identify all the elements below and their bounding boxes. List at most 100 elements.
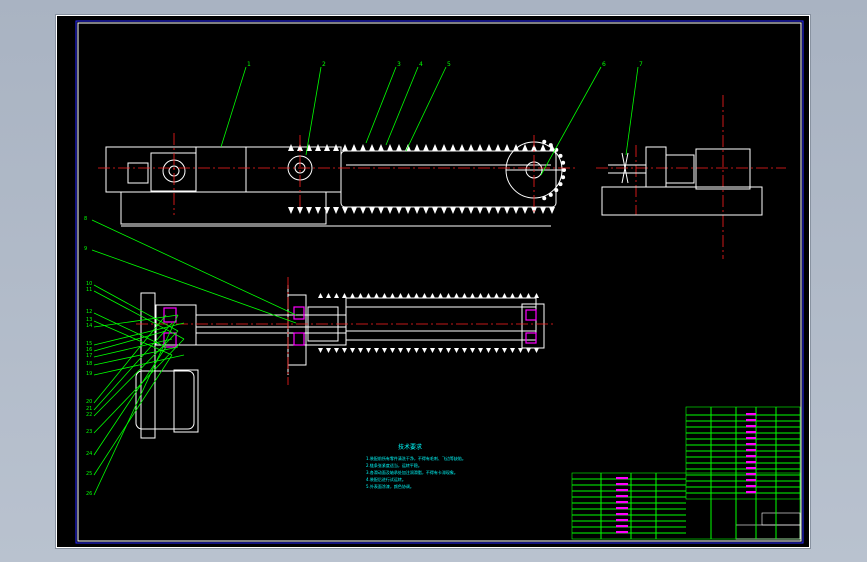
leader-line bbox=[93, 338, 173, 358]
note-line: 3.各滑动面及轴承处加注润滑脂，不得有卡滞现象。 bbox=[366, 469, 458, 475]
chain-tooth bbox=[351, 144, 357, 151]
side-base bbox=[601, 186, 763, 216]
chain-tooth bbox=[549, 207, 555, 214]
callout-label: 15 bbox=[86, 341, 92, 347]
plan-tooth bbox=[502, 348, 507, 353]
chain-tooth bbox=[513, 144, 519, 151]
plan-tooth bbox=[358, 348, 363, 353]
leader-line bbox=[93, 312, 167, 348]
plan-tooth bbox=[430, 348, 435, 353]
plan-tooth bbox=[334, 348, 339, 353]
tail-mark-2 bbox=[525, 332, 537, 344]
plan-mount-plate bbox=[140, 292, 156, 439]
callout-label: 2 bbox=[322, 61, 326, 68]
chain-tooth bbox=[459, 144, 465, 151]
idler-tooth bbox=[548, 143, 553, 148]
plan-tooth bbox=[462, 348, 467, 353]
plan-tooth bbox=[350, 293, 355, 298]
chain-tooth bbox=[387, 144, 393, 151]
motor-stub bbox=[127, 162, 149, 184]
plan-chain-teeth bbox=[318, 293, 539, 353]
plan-drive-unit bbox=[287, 294, 307, 366]
chain-tooth bbox=[297, 144, 303, 151]
leader-line bbox=[93, 314, 179, 496]
callout-label: 11 bbox=[86, 287, 92, 293]
callout-label: 20 bbox=[86, 399, 92, 405]
idler-tooth bbox=[561, 160, 566, 165]
drive-mark-2 bbox=[293, 332, 305, 346]
chain-tooth bbox=[522, 207, 528, 214]
chain-tooth bbox=[432, 144, 438, 151]
chain-tooth bbox=[486, 144, 492, 151]
callout-label: 22 bbox=[86, 412, 92, 418]
chain-tooth bbox=[549, 144, 555, 151]
gearbox bbox=[150, 152, 197, 192]
leader-line bbox=[93, 330, 167, 352]
drive-mark-1 bbox=[293, 306, 305, 320]
leader-line bbox=[93, 322, 185, 346]
plan-tooth bbox=[502, 293, 507, 298]
center-lines bbox=[98, 95, 786, 259]
chain-tooth bbox=[288, 207, 294, 214]
chain-tooth bbox=[405, 207, 411, 214]
idler-tooth bbox=[561, 175, 566, 180]
plan-tooth bbox=[494, 348, 499, 353]
callout-label: 16 bbox=[86, 347, 92, 353]
leader-lines bbox=[91, 66, 639, 496]
plan-tooth bbox=[446, 348, 451, 353]
callout-label: 18 bbox=[86, 361, 92, 367]
plan-tooth bbox=[462, 293, 467, 298]
plan-tooth bbox=[342, 348, 347, 353]
plan-tooth bbox=[470, 293, 475, 298]
chain-tooth bbox=[468, 144, 474, 151]
table-mark bbox=[746, 449, 756, 452]
table-mark bbox=[616, 507, 628, 510]
chain-teeth-top bbox=[288, 144, 555, 151]
chain-tooth bbox=[441, 144, 447, 151]
plan-tooth bbox=[326, 293, 331, 298]
leader-line bbox=[93, 314, 167, 404]
leader-line bbox=[91, 219, 297, 316]
plan-tooth bbox=[454, 293, 459, 298]
plan-tooth bbox=[350, 348, 355, 353]
plan-tooth bbox=[414, 348, 419, 353]
callout-label: 23 bbox=[86, 429, 92, 435]
chain-tooth bbox=[369, 207, 375, 214]
plan-tooth bbox=[318, 348, 323, 353]
table-mark bbox=[616, 483, 628, 486]
callout-label: 19 bbox=[86, 371, 92, 377]
notes-title: 技术要求 bbox=[398, 443, 422, 451]
plan-tooth bbox=[438, 348, 443, 353]
note-line: 1.装配前所有零件清洗干净，不得有毛刺、飞边等缺陷。 bbox=[366, 455, 466, 461]
chain-tooth bbox=[324, 207, 330, 214]
chain-tooth bbox=[423, 207, 429, 214]
chain-tooth bbox=[315, 207, 321, 214]
chain-tooth bbox=[432, 207, 438, 214]
plan-tooth bbox=[534, 293, 539, 298]
plan-tooth bbox=[510, 293, 515, 298]
callout-label: 3 bbox=[397, 61, 401, 68]
leader-line bbox=[93, 284, 179, 332]
chain-tooth bbox=[468, 207, 474, 214]
callout-label: 13 bbox=[86, 317, 92, 323]
plan-center-lines bbox=[136, 277, 556, 385]
chain-tooth bbox=[342, 144, 348, 151]
table-mark bbox=[746, 467, 756, 470]
plan-tooth bbox=[406, 348, 411, 353]
chain-tooth bbox=[477, 144, 483, 151]
note-line: 2.链条张紧度适当，运转平稳。 bbox=[366, 462, 422, 468]
table-mark bbox=[746, 461, 756, 464]
table-mark bbox=[616, 489, 628, 492]
plan-tooth bbox=[518, 293, 523, 298]
table-mark bbox=[616, 525, 628, 528]
plan-tooth bbox=[326, 348, 331, 353]
chain-tooth bbox=[495, 207, 501, 214]
plan-tooth bbox=[414, 293, 419, 298]
idler-tooth bbox=[558, 182, 563, 187]
leader-line bbox=[365, 66, 397, 144]
chain-tooth bbox=[450, 144, 456, 151]
note-line: 5.外表面涂漆，颜色协调。 bbox=[366, 483, 414, 489]
table-mark bbox=[616, 519, 628, 522]
